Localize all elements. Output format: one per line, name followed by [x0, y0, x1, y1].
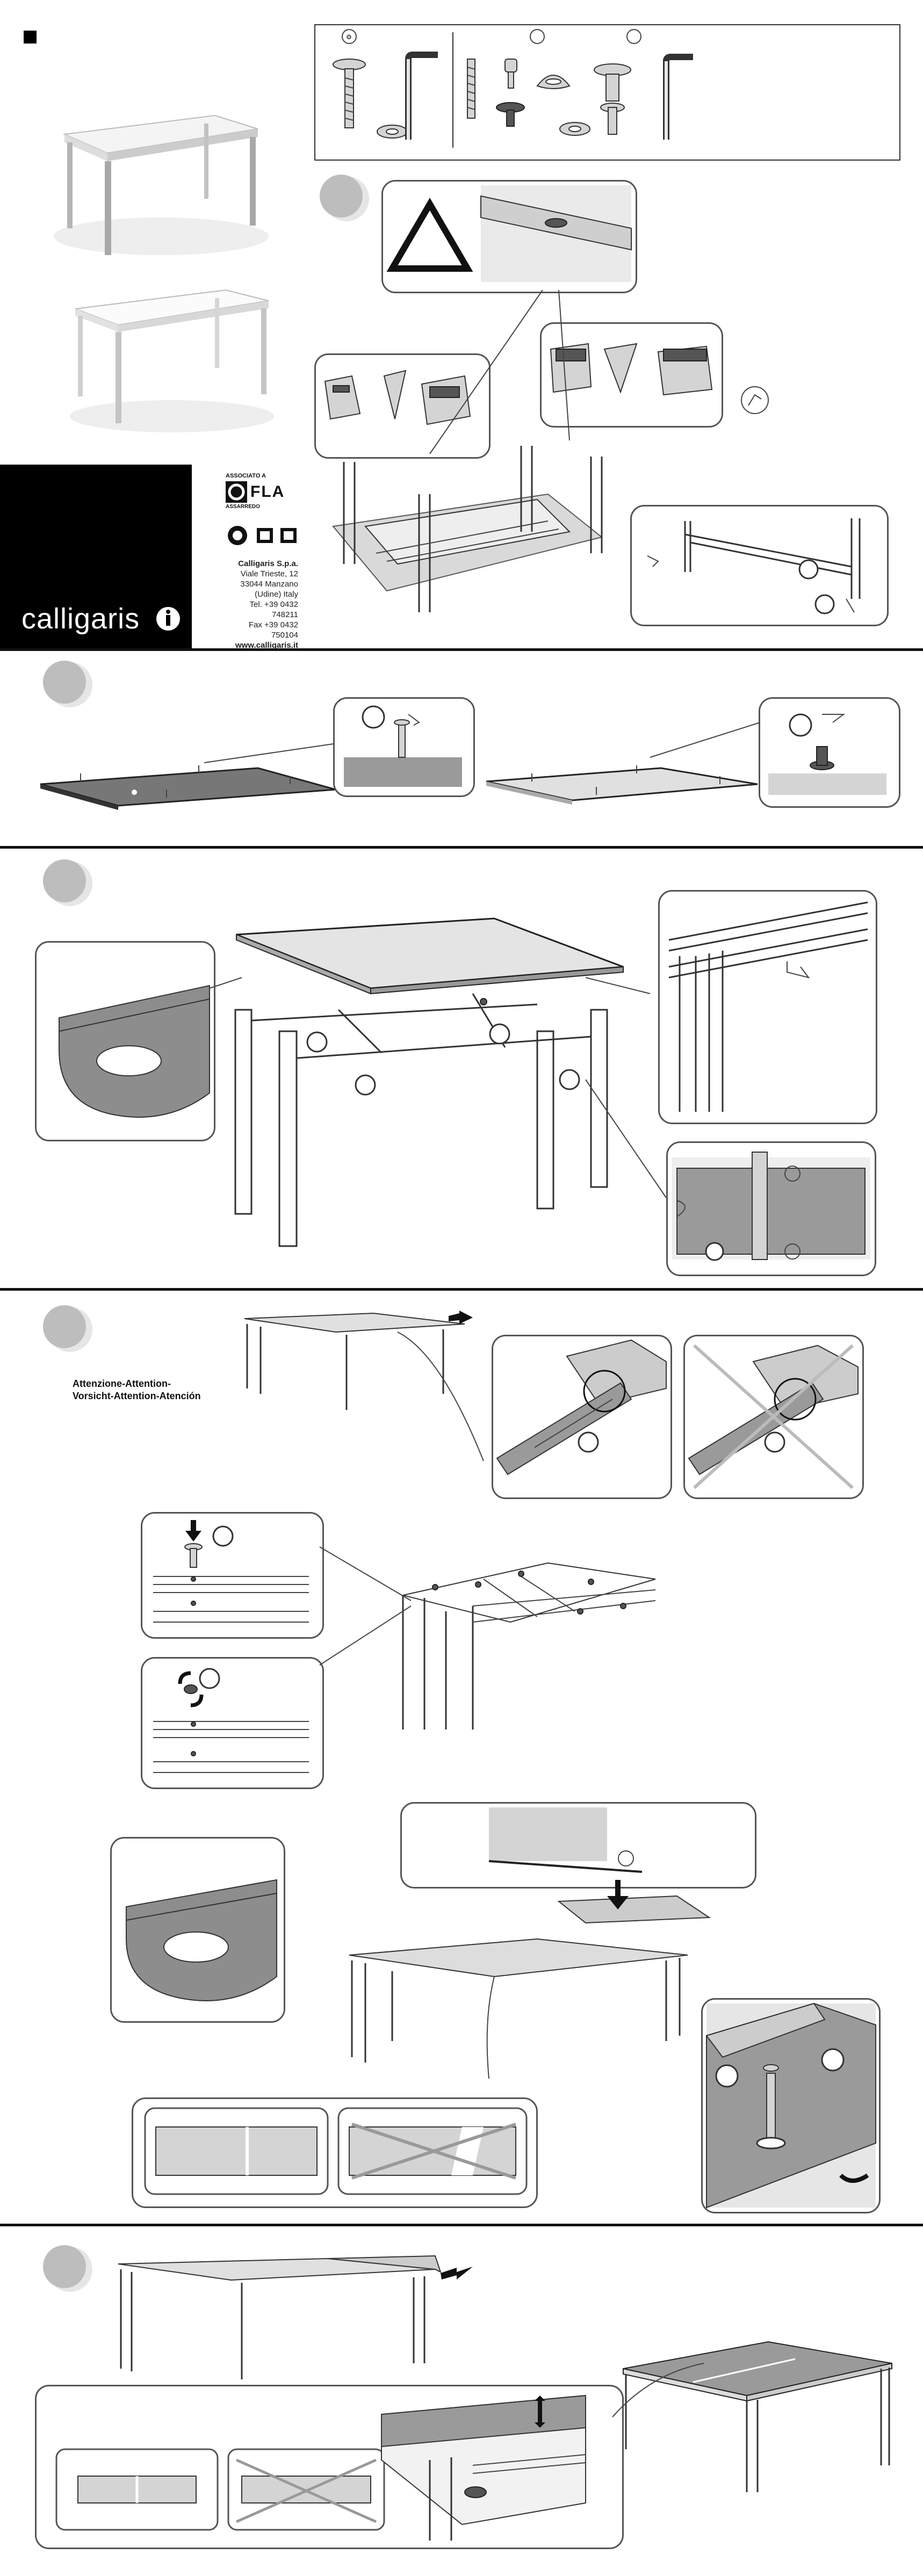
screw-detail-left	[338, 701, 467, 790]
corner-marker	[24, 31, 37, 44]
table-leaf-insert	[333, 1880, 709, 2084]
attention-line-1: Attenzione-Attention-	[73, 1378, 201, 1390]
leaf-alignment-detail	[140, 2103, 532, 2199]
leader-lines-step3	[210, 961, 666, 1230]
leader-lines-step2-right	[650, 720, 763, 763]
hole-detail	[481, 185, 631, 282]
company-address: Calligaris S.p.a. Viale Trieste, 12 3304…	[226, 559, 298, 650]
bracket-detail	[637, 513, 878, 618]
fla-logo-icon	[226, 481, 247, 503]
pin-detail	[672, 1147, 870, 1270]
tabletop-hole-detail	[48, 986, 210, 1131]
attention-label: Attenzione-Attention- Vorsicht-Attention…	[73, 1378, 201, 1402]
quality-seal-icons	[226, 524, 306, 551]
leader-lines-step5	[607, 2358, 715, 2422]
fla-heading: ASSOCIATO A	[226, 473, 290, 479]
leader-lines-step2-left	[204, 741, 338, 773]
attention-line-2: Vorsicht-Attention-Atención	[73, 1390, 201, 1402]
leader-lines-step4b	[320, 1542, 427, 1670]
leaf-hole-detail	[121, 1880, 282, 2014]
step-divider-2	[0, 846, 923, 849]
step-badge-3	[40, 857, 94, 910]
fla-badge: ASSOCIATO A FLA ASSARREDO	[226, 473, 290, 510]
hex-key-icon	[739, 384, 771, 416]
company-tel: Tel. +39 0432 748211	[226, 599, 298, 620]
leaf-edge-detail	[406, 1807, 749, 1883]
step-divider-1	[0, 648, 923, 651]
brand-block: calligaris	[0, 465, 192, 649]
table-photo-closed	[43, 102, 269, 263]
table-underside-assembly	[322, 430, 623, 634]
fla-label: FLA	[250, 483, 285, 501]
step-divider-3	[0, 1288, 923, 1291]
screw-insert-detail	[148, 1517, 320, 1630]
screw-tighten-detail	[148, 1662, 320, 1781]
pin-position-detail	[706, 2003, 876, 2208]
wrong-slide-detail	[689, 1340, 858, 1493]
warning-triangle-icon	[387, 199, 473, 274]
fla-subtitle: ASSARREDO	[226, 504, 290, 510]
step-badge-4	[40, 1303, 94, 1356]
brand-name: calligaris	[21, 602, 140, 635]
table-photo-white	[64, 279, 279, 435]
company-fax: Fax +39 0432 750104	[226, 620, 298, 640]
final-detail-row	[54, 2396, 618, 2541]
hardware-parts-left: ⚙	[322, 27, 451, 150]
leader-lines-step1	[419, 279, 591, 440]
svg-text:⚙: ⚙	[346, 33, 352, 41]
company-name: Calligaris S.p.a.	[226, 559, 298, 569]
step-badge-5	[40, 2242, 94, 2296]
step-divider-4	[0, 2224, 923, 2226]
company-city: 33044 Manzano	[226, 579, 298, 589]
calligaris-i-logo	[155, 605, 182, 632]
screw-detail-right	[763, 701, 892, 798]
hardware-divider	[452, 32, 453, 148]
hardware-parts-right	[457, 27, 892, 150]
company-street: Viale Trieste, 12	[226, 569, 298, 579]
step-badge-1	[317, 172, 371, 226]
rail-detail	[664, 897, 873, 1117]
correct-slide-detail	[497, 1340, 666, 1493]
step-badge-2	[40, 658, 94, 712]
table-closing	[113, 2234, 478, 2379]
company-region: (Udine) Italy	[226, 589, 298, 599]
leader-lines-step4	[387, 1327, 494, 1472]
